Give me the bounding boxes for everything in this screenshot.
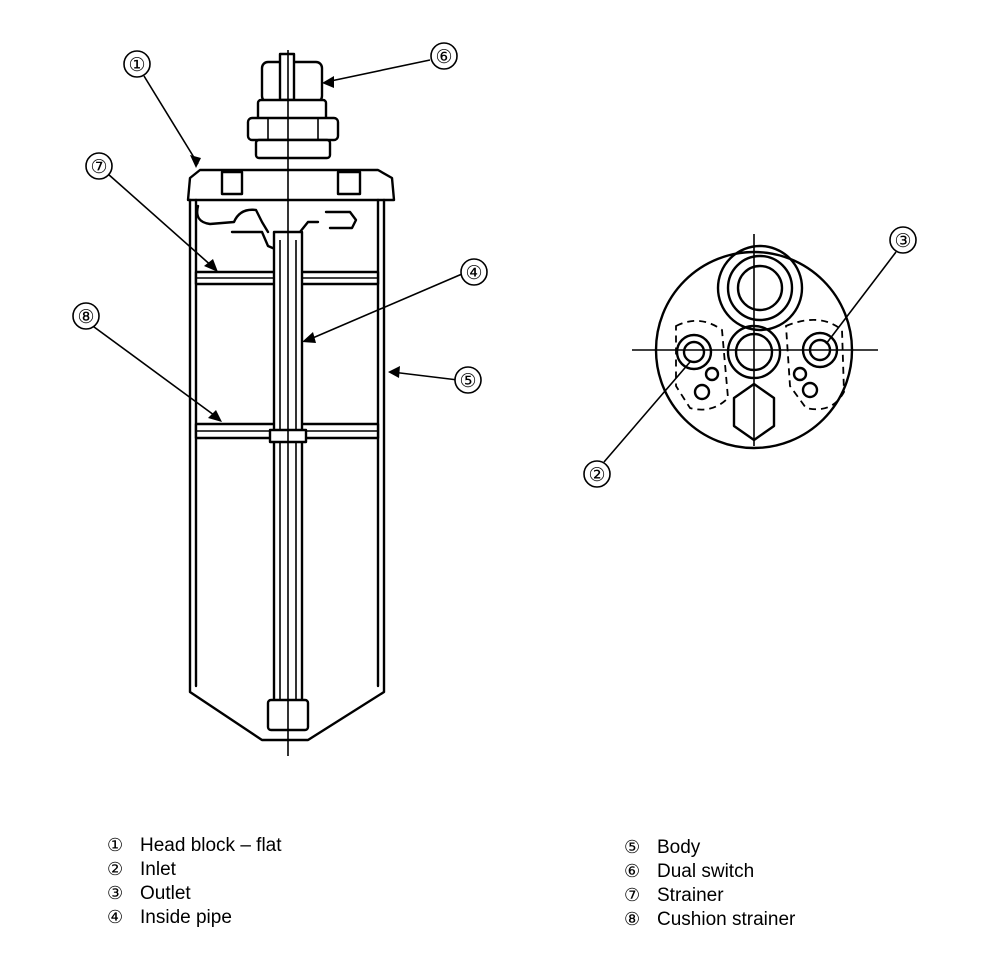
legend-label: Dual switch bbox=[657, 861, 755, 882]
legend-number: ⑥ bbox=[624, 861, 641, 882]
legend-item: ② Inlet bbox=[107, 858, 282, 882]
legend-number: ⑧ bbox=[624, 909, 641, 930]
legend-number: ⑤ bbox=[624, 837, 641, 858]
legend-left: ① Head block – flat ② Inlet ③ Outlet ④ I… bbox=[107, 834, 282, 930]
legend-item: ① Head block – flat bbox=[107, 834, 282, 858]
legend-item: ④ Inside pipe bbox=[107, 906, 282, 930]
legend-label: Strainer bbox=[657, 885, 724, 906]
callout-3: ③ bbox=[894, 230, 911, 252]
legend-item: ⑥ Dual switch bbox=[624, 860, 795, 884]
legend-label: Head block – flat bbox=[140, 835, 282, 856]
legend-right: ⑤ Body ⑥ Dual switch ⑦ Strainer ⑧ Cushio… bbox=[624, 836, 795, 932]
legend-label: Inlet bbox=[140, 859, 176, 880]
callout-7: ⑦ bbox=[90, 156, 107, 178]
leader-lines bbox=[89, 59, 897, 463]
legend-number: ⑦ bbox=[624, 885, 641, 906]
legend-number: ④ bbox=[107, 907, 124, 928]
legend-item: ⑦ Strainer bbox=[624, 884, 795, 908]
top-end-view bbox=[632, 234, 878, 450]
callout-1: ① bbox=[128, 54, 145, 76]
callout-4: ④ bbox=[465, 262, 482, 284]
legend-number: ③ bbox=[107, 883, 124, 904]
legend-item: ⑤ Body bbox=[624, 836, 795, 860]
head-block bbox=[186, 168, 396, 254]
side-section-view bbox=[186, 50, 396, 756]
callout-2: ② bbox=[588, 464, 605, 486]
dual-switch bbox=[246, 52, 340, 160]
legend-item: ③ Outlet bbox=[107, 882, 282, 906]
callout-5: ⑤ bbox=[459, 370, 476, 392]
legend-item: ⑧ Cushion strainer bbox=[624, 908, 795, 932]
legend-label: Cushion strainer bbox=[657, 909, 796, 930]
legend-label: Inside pipe bbox=[140, 907, 232, 928]
legend-label: Outlet bbox=[140, 883, 191, 904]
callout-6: ⑥ bbox=[435, 46, 452, 68]
callout-numbers: ① ⑥ ⑦ ④ ⑧ ⑤ ② ③ bbox=[72, 42, 917, 488]
legend-number: ② bbox=[107, 859, 124, 880]
callout-8: ⑧ bbox=[77, 306, 94, 328]
legend-number: ① bbox=[107, 835, 124, 856]
legend-label: Body bbox=[657, 837, 701, 858]
